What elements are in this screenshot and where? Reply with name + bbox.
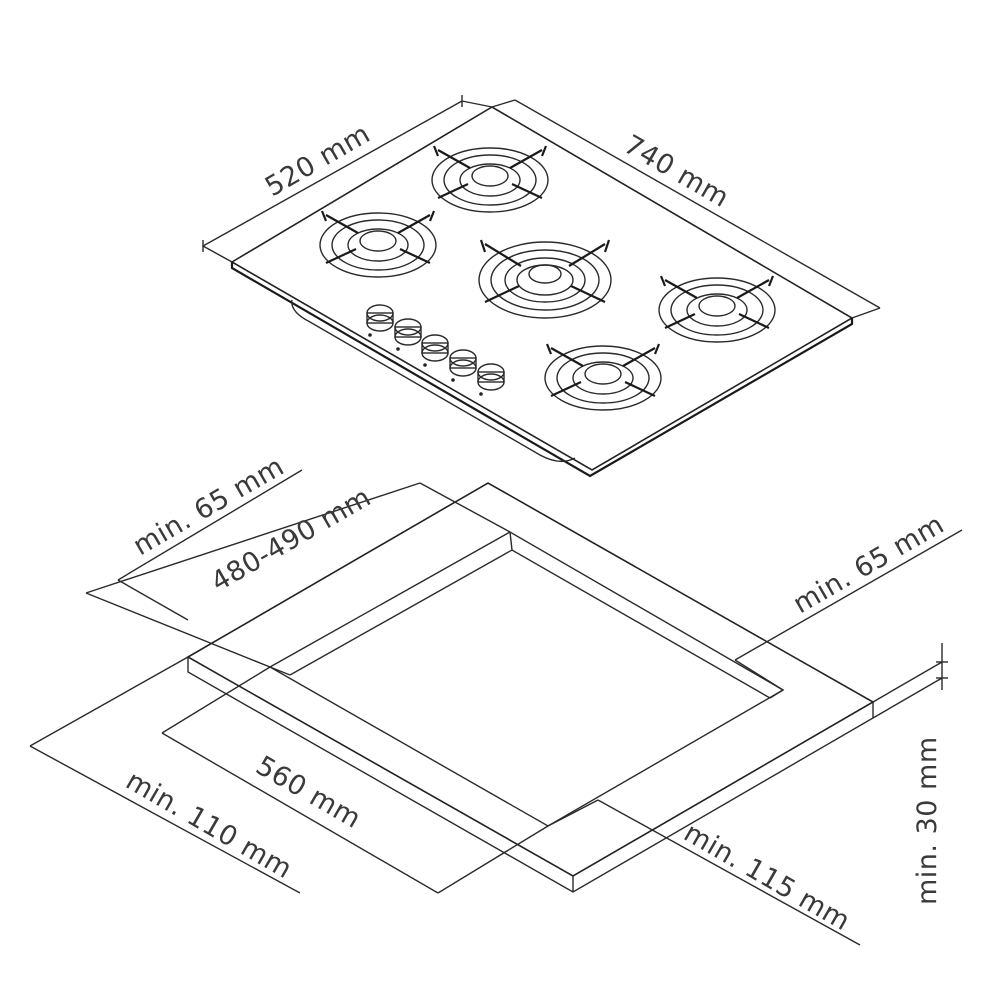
burner-rear-left <box>319 210 437 278</box>
thickness-label: min. 30 mm <box>912 736 943 905</box>
rear-clearance-dimension <box>117 469 303 621</box>
burner-center-wok <box>478 239 612 319</box>
gas-hob: 520 mm 740 mm <box>202 95 881 478</box>
hob-depth-dimension <box>202 95 493 263</box>
knob-1[interactable] <box>366 304 394 337</box>
burner-right <box>658 275 776 343</box>
knob-2[interactable] <box>394 318 422 351</box>
thickness-dimension <box>872 643 948 719</box>
knob-4[interactable] <box>449 349 477 382</box>
worktop-cutout: min. 65 mm 480-490 mm min. 65 mm 560 mm … <box>29 451 963 946</box>
right-clearance-label: min. 65 mm <box>788 509 950 620</box>
knob-3[interactable] <box>421 334 449 367</box>
side-clearance-label: min. 115 mm <box>679 817 856 937</box>
front-clearance-dimension <box>29 656 301 894</box>
side-clearance-dimension <box>547 799 861 946</box>
right-clearance-dimension <box>734 529 963 691</box>
hob-front-edge <box>230 262 854 478</box>
hob-casing <box>291 299 576 463</box>
burner-front <box>544 343 662 411</box>
knob-5[interactable] <box>477 363 505 396</box>
burner-rear-middle <box>431 145 549 213</box>
cutout-width-label: 560 mm <box>251 750 367 835</box>
cutout-width-dimension <box>161 666 549 894</box>
cutout-depth-dimension <box>85 482 511 668</box>
hob-width-dimension <box>491 99 881 319</box>
control-knobs <box>366 304 505 396</box>
